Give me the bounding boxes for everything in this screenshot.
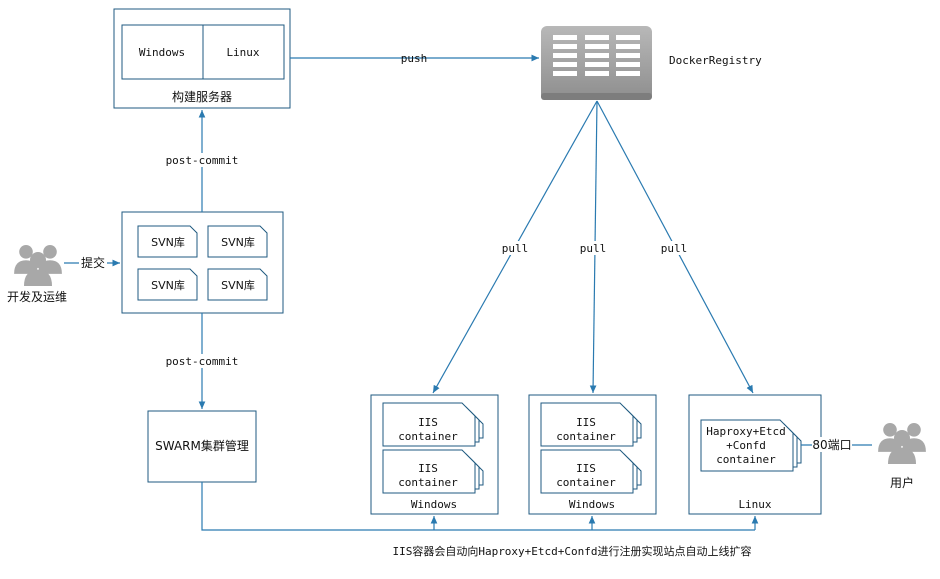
svn-repo-2-label: SVN库 — [221, 236, 255, 249]
linux-host: Haproxy+Etcd +Confd container Linux — [688, 394, 822, 515]
pull-edges: pull pull pull — [432, 100, 754, 394]
pull-label-1: pull — [502, 242, 529, 255]
iis-label: IIS — [418, 462, 438, 475]
linux-host-os: Linux — [738, 498, 771, 511]
windows-host-1: IIS container IIS container Windows — [370, 394, 499, 515]
swarm-box — [147, 410, 257, 483]
swarm-label: SWARM集群管理 — [155, 438, 249, 453]
iis-label: IIS — [576, 416, 596, 429]
build-server-windows-label: Windows — [139, 46, 185, 59]
svn-repo-3 — [137, 268, 198, 301]
user-actor: 用户 — [878, 423, 926, 490]
confd-label: +Confd — [726, 439, 766, 452]
iis-container-stack-1b: IIS container — [382, 449, 484, 494]
post-commit-label-top: post-commit — [166, 154, 239, 167]
build-server: Windows Linux 构建服务器 — [113, 8, 291, 109]
registry-icon-base — [541, 93, 652, 100]
post-commit-edge-up: post-commit — [164, 110, 240, 212]
svn-repo-3-label: SVN库 — [151, 279, 185, 292]
container-label: container — [556, 476, 616, 489]
windows-host-2-os: Windows — [569, 498, 615, 511]
swarm-manager: SWARM集群管理 — [147, 410, 257, 483]
windows-host-2: IIS container IIS container Windows — [528, 394, 657, 515]
dev-actor-label: 开发及运维 — [7, 289, 67, 304]
build-server-windows-box — [121, 24, 204, 80]
people-icon — [14, 245, 62, 286]
port-edge: 80端口 — [801, 437, 872, 452]
build-server-linux-box — [202, 24, 285, 80]
submit-edge: 提交 — [64, 255, 120, 270]
docker-registry: DockerRegistry — [541, 26, 762, 100]
submit-label: 提交 — [81, 255, 105, 270]
svn-repo-4 — [207, 268, 268, 301]
windows-host-1-os: Windows — [411, 498, 457, 511]
iis-label: IIS — [576, 462, 596, 475]
pull-label-3: pull — [661, 242, 688, 255]
push-edge: push — [290, 52, 539, 65]
iis-container-stack-1a: IIS container — [382, 402, 484, 447]
iis-container-stack-2b: IIS container — [540, 449, 642, 494]
svn-repo-1 — [137, 225, 198, 258]
registration-line — [201, 482, 755, 531]
people-icon — [878, 423, 926, 464]
container-label: container — [556, 430, 616, 443]
registry-label: DockerRegistry — [669, 54, 762, 67]
build-server-linux-label: Linux — [226, 46, 259, 59]
push-label: push — [401, 52, 428, 65]
svn-group: SVN库 SVN库 SVN库 SVN库 — [121, 211, 284, 314]
registry-icon-slots — [553, 35, 640, 76]
build-server-title: 构建服务器 — [172, 89, 232, 104]
container-label: container — [398, 430, 458, 443]
registration-path: IIS容器会自动向Haproxy+Etcd+Confd进行注册实现站点自动上线扩… — [201, 482, 759, 558]
svn-repo-4-label: SVN库 — [221, 279, 255, 292]
post-commit-edge-down: post-commit — [164, 313, 240, 409]
post-commit-label-bottom: post-commit — [166, 355, 239, 368]
dev-actor: 开发及运维 — [7, 245, 67, 304]
container-label: container — [398, 476, 458, 489]
registration-caption: IIS容器会自动向Haproxy+Etcd+Confd进行注册实现站点自动上线扩… — [392, 544, 751, 558]
haproxy-label: Haproxy+Etcd — [706, 425, 785, 438]
iis-label: IIS — [418, 416, 438, 429]
pull-label-2: pull — [580, 242, 607, 255]
user-actor-label: 用户 — [890, 475, 914, 490]
container-label: container — [716, 453, 776, 466]
haproxy-container-stack: Haproxy+Etcd +Confd container — [700, 419, 802, 472]
iis-container-stack-2a: IIS container — [540, 402, 642, 447]
svn-repo-1-label: SVN库 — [151, 236, 185, 249]
port-label: 80端口 — [812, 438, 851, 452]
svn-repo-2 — [207, 225, 268, 258]
